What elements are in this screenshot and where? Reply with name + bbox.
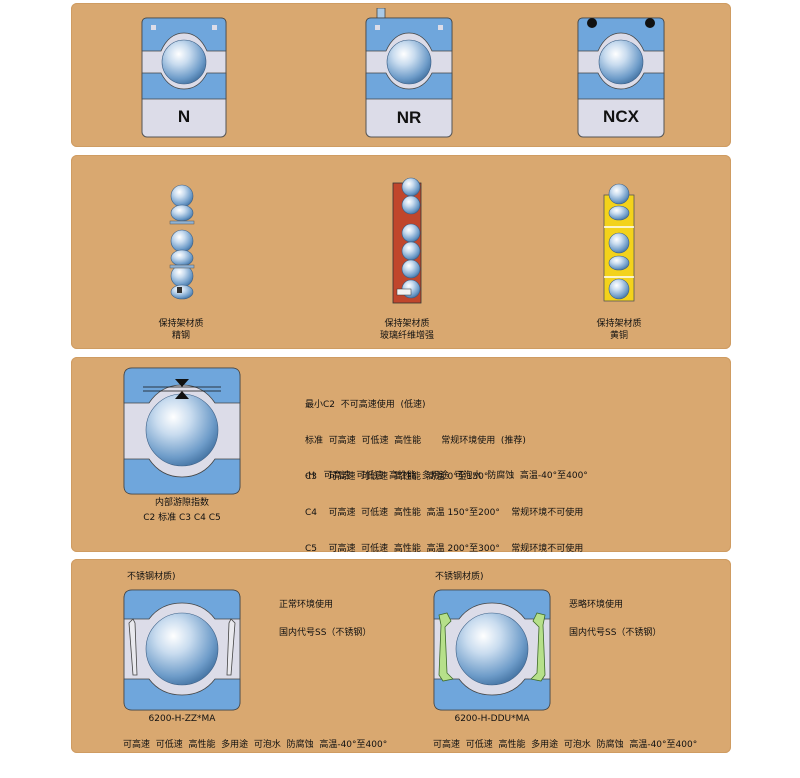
- clearance-spec-c5: C5 可高速 可低速 高性能 高温 200°至300° 常规环境不可使用: [305, 544, 584, 554]
- clearance-bearing-drawing: [123, 367, 241, 495]
- bearing-zz-drawing: [123, 589, 241, 711]
- left-features: 可高速 可低速 高性能 多用途 可泡水 防腐蚀 高温-40°至400°: [123, 740, 388, 750]
- clearance-panel: 内部游隙指数 C2 标准 C3 C4 C5 最小C2 不可高速使用 (低速) 标…: [71, 357, 731, 554]
- bearing-n: N: [141, 17, 227, 138]
- right-heading: 不锈钢材质): [435, 572, 484, 582]
- cage-brass-drawing: [603, 183, 635, 302]
- right-desc1: 恶略环境使用: [569, 600, 624, 610]
- clearance-caption: 内部游隙指数 C2 标准 C3 C4 C5: [123, 497, 241, 524]
- clearance-caption-line1: 内部游隙指数: [154, 498, 209, 508]
- clearance-caption-line2: C2 标准 C3 C4 C5: [143, 513, 221, 523]
- bearing-ddu-drawing: [433, 589, 551, 711]
- bearing-ncx: NCX: [577, 17, 665, 138]
- cage-steel-label-line2: 精钢: [171, 331, 190, 341]
- left-desc1: 正常环境使用: [279, 600, 334, 610]
- left-desc2: 国内代号SS（不锈钢）: [279, 628, 372, 638]
- clearance-spec-list: 最小C2 不可高速使用 (低速) 标准 可高速 可低速 高性能 常规环境使用 (…: [305, 375, 583, 579]
- cage-material-panel: 保持架材质 精钢 保持架材质 玻璃纤维增强: [71, 155, 731, 349]
- cage-brass-label-line2: 黄铜: [609, 331, 628, 341]
- cage-glass-fiber-label: 保持架材质 玻璃纤维增强: [371, 318, 443, 342]
- bearing-ddu-model: 6200-H-DDU*MA: [454, 714, 530, 724]
- bearing-nr-drawing: [365, 8, 453, 138]
- clearance-spec-h: -H 可高速 可低速 高性能 多用途 可泡水 防腐蚀 高温-40°至400°: [305, 471, 588, 481]
- cage-glass-fiber-drawing: [392, 177, 422, 304]
- stainless-panel: 不锈钢材质) 6200-H-ZZ*MA 正常环境使用 国内代号SS（不锈钢） 可…: [71, 559, 731, 753]
- bearing-nr-label: NR: [396, 108, 422, 127]
- clearance-spec-c4: C4 可高速 可低速 高性能 高温 150°至200° 常规环境不可使用: [305, 508, 584, 518]
- left-heading: 不锈钢材质): [127, 572, 176, 582]
- bearing-n-drawing: [141, 17, 227, 138]
- clearance-spec-c2: 最小C2 不可高速使用 (低速): [305, 400, 426, 410]
- cage-glass-fiber-label-line1: 保持架材质: [384, 319, 430, 329]
- cage-glass-fiber-label-line2: 玻璃纤维增强: [379, 331, 434, 341]
- bearing-n-label: N: [177, 107, 191, 126]
- bearing-type-panel: N NR NCX: [71, 3, 731, 147]
- cage-steel-label: 保持架材质 精钢: [151, 318, 211, 342]
- right-desc2: 国内代号SS（不锈钢）: [569, 628, 662, 638]
- cage-steel-label-line1: 保持架材质: [158, 319, 204, 329]
- bearing-nr: NR: [365, 8, 453, 138]
- clearance-spec-c3: C3 可高速 可低速 高性能 高温 0°至150°: [305, 472, 489, 482]
- bearing-ddu: 6200-H-DDU*MA: [433, 589, 551, 727]
- clearance-spec-standard: 标准 可高速 可低速 高性能 常规环境使用 (推荐): [305, 436, 526, 446]
- clearance-diagram: 内部游隙指数 C2 标准 C3 C4 C5: [123, 367, 241, 532]
- bearing-zz-model: 6200-H-ZZ*MA: [148, 714, 216, 724]
- cage-brass: [601, 183, 637, 305]
- bearing-ncx-drawing: [577, 17, 665, 138]
- cage-brass-label: 保持架材质 黄铜: [589, 318, 649, 342]
- cage-steel-drawing: [169, 184, 195, 300]
- cage-glass-fiber: [389, 177, 425, 305]
- bearing-zz: 6200-H-ZZ*MA: [123, 589, 241, 727]
- cage-steel: [165, 183, 199, 303]
- right-features: 可高速 可低速 高性能 多用途 可泡水 防腐蚀 高温-40°至400°: [433, 740, 698, 750]
- cage-brass-label-line1: 保持架材质: [596, 319, 642, 329]
- bearing-ncx-label: NCX: [603, 107, 639, 126]
